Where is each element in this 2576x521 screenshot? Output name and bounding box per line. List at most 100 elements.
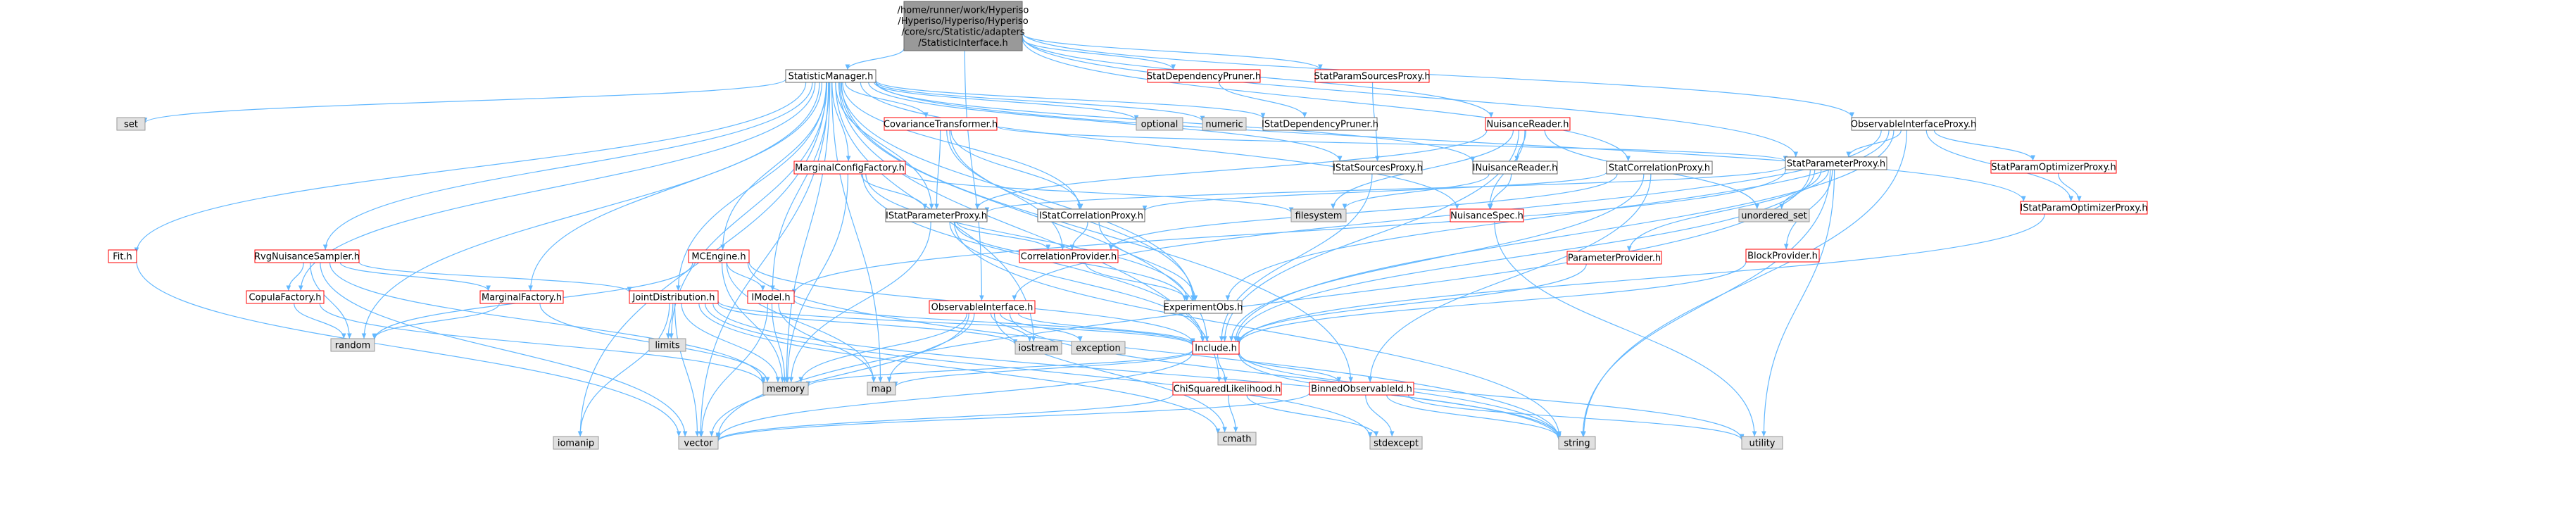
edge-root-to-StatisticManager xyxy=(845,48,905,70)
edge-ObservableInterfaceProxy-to-string xyxy=(1581,130,1908,437)
node-ISourcesProxy[interactable]: IStatSourcesProxy.h xyxy=(1333,161,1423,175)
node-label: random xyxy=(335,341,370,351)
node-MarginalFactory[interactable]: MarginalFactory.h xyxy=(479,290,564,304)
node-box xyxy=(1147,69,1261,83)
edge-NuisanceReader-to-filesystem xyxy=(1331,130,1514,210)
node-StatCorrelationProxy[interactable]: StatCorrelationProxy.h xyxy=(1606,161,1713,175)
edge-JointDistribution-to-stdexcept xyxy=(705,303,1373,438)
node-NuisanceSpec[interactable]: NuisanceSpec.h xyxy=(1450,208,1524,222)
node-IModel[interactable]: IModel.h xyxy=(747,290,795,304)
node-label: StatParamSourcesProxy.h xyxy=(1314,72,1430,82)
edge-StatisticManager-to-vector xyxy=(698,82,829,437)
node-label: numeric xyxy=(1205,120,1243,130)
edge-JointDistribution-to-Include xyxy=(717,301,1195,346)
edge-MCEngine-to-memory xyxy=(721,262,785,383)
node-label: IStatDependencyPruner.h xyxy=(1262,120,1378,130)
edge-IStatParameterProxy-to-CorrelationProvider xyxy=(956,221,1051,251)
node-StatParamOptimizerProxy[interactable]: StatParamOptimizerProxy.h xyxy=(1990,160,2117,174)
node-RvgNuisanceSampler[interactable]: RvgNuisanceSampler.h xyxy=(254,249,360,263)
node-CopulaFactory[interactable]: CopulaFactory.h xyxy=(246,290,325,304)
node-box xyxy=(867,382,896,396)
node-ChiSquaredLikelihood[interactable]: ChiSquaredLikelihood.h xyxy=(1172,382,1282,396)
edge-ChiSquaredLikelihood-to-vector xyxy=(715,394,1174,441)
edge-RvgNuisanceSampler-to-JointDistribution xyxy=(358,261,632,293)
node-label: IStatSourcesProxy.h xyxy=(1333,163,1423,174)
node-label: StatCorrelationProxy.h xyxy=(1609,163,1710,174)
node-ExperimentObs[interactable]: ExperimentObs.h xyxy=(1164,300,1243,314)
edge-Fit-to-vector xyxy=(136,260,681,437)
edge-StatisticManager-to-NuisanceSpec xyxy=(860,82,1459,210)
node-ParameterProvider[interactable]: ParameterProvider.h xyxy=(1566,251,1662,265)
edge-StatisticManager-to-IStatCorrelationProxy xyxy=(842,82,1082,210)
edge-StatCorrelationProxy-to-BinnedObservableId xyxy=(1367,173,1652,383)
node-box xyxy=(116,117,146,131)
node-box xyxy=(793,161,906,175)
edge-ChiSquaredLikelihood-to-cmath xyxy=(1228,394,1238,433)
node-box xyxy=(1164,300,1243,314)
node-IStatCorrelationProxy[interactable]: IStatCorrelationProxy.h xyxy=(1037,208,1145,222)
node-root[interactable]: /home/runner/work/Hyperiso/Hyperiso/Hype… xyxy=(898,1,1029,51)
edge-root-to-ObservableInterfaceProxy xyxy=(1022,32,1854,118)
node-box xyxy=(479,290,564,304)
node-CovarianceTransformer[interactable]: CovarianceTransformer.h xyxy=(884,117,998,131)
node-label: memory xyxy=(767,384,805,395)
node-label: cmath xyxy=(1222,434,1251,445)
node-label: stdexcept xyxy=(1374,439,1419,449)
edge-StatisticManager-to-set xyxy=(142,78,786,124)
edge-StatisticManager-to-JointDistribution xyxy=(676,82,827,291)
node-label: optional xyxy=(1141,120,1179,130)
edge-ObservableInterface-to-cmath xyxy=(993,313,1227,433)
edge-IModel-to-Include xyxy=(793,299,1195,346)
node-Fit[interactable]: Fit.h xyxy=(108,249,137,263)
node-label: CovarianceTransformer.h xyxy=(884,120,998,130)
edge-IModel-to-map xyxy=(778,303,877,383)
edge-CopulaFactory-to-memory xyxy=(319,303,766,385)
node-box xyxy=(1851,117,1976,131)
node-CorrelationProvider[interactable]: CorrelationProvider.h xyxy=(1019,249,1119,263)
node-label: BlockProvider.h xyxy=(1747,251,1818,262)
node-box xyxy=(1192,341,1240,355)
edge-IStatCorrelationProxy-to-CorrelationProvider xyxy=(1069,221,1088,251)
edge-MarginalFactory-to-random xyxy=(372,303,500,339)
node-JointDistribution[interactable]: JointDistribution.h xyxy=(629,290,719,304)
edge-Include-to-memory xyxy=(805,349,1193,387)
node-StatParameterProxy[interactable]: StatParameterProxy.h xyxy=(1785,156,1887,170)
node-box xyxy=(1019,249,1119,263)
node-MarginalConfigFactory[interactable]: MarginalConfigFactory.h xyxy=(793,161,906,175)
node-IStatDependencyPruner[interactable]: IStatDependencyPruner.h xyxy=(1262,117,1378,131)
node-Include[interactable]: Include.h xyxy=(1192,341,1240,355)
node-IStatParameterProxy[interactable]: IStatParameterProxy.h xyxy=(885,208,988,222)
edge-ObservableInterface-to-memory xyxy=(798,313,967,383)
edge-ChiSquaredLikelihood-to-stdexcept xyxy=(1246,394,1379,437)
node-NuisanceReader[interactable]: NuisanceReader.h xyxy=(1485,117,1571,131)
node-box xyxy=(785,69,877,83)
node-box xyxy=(688,249,750,263)
node-BlockProvider[interactable]: BlockProvider.h xyxy=(1745,249,1820,263)
edge-StatParameterProxy-to-IStatParameterProxy xyxy=(984,165,1786,213)
node-box xyxy=(1262,117,1378,131)
edge-StatisticManager-to-random xyxy=(361,82,820,339)
node-label: IStatParameterProxy.h xyxy=(886,211,987,222)
edge-BinnedObservableId-to-stdexcept xyxy=(1365,394,1395,437)
node-box xyxy=(678,436,719,450)
edge-root-to-StatDependencyPruner xyxy=(1022,38,1176,70)
node-ObservableInterfaceProxy[interactable]: ObservableInterfaceProxy.h xyxy=(1851,117,1976,131)
node-MCEngine[interactable]: MCEngine.h xyxy=(688,249,750,263)
node-label: unordered_set xyxy=(1741,211,1807,222)
edge-JointDistribution-to-cmath xyxy=(698,303,1221,434)
node-ObservableInterface[interactable]: ObservableInterface.h xyxy=(929,300,1036,314)
edge-StatisticManager-to-BinnedObservableId xyxy=(841,82,1354,383)
edge-Include-to-utility xyxy=(1238,351,1745,439)
node-StatDependencyPruner[interactable]: StatDependencyPruner.h xyxy=(1147,69,1261,83)
node-StatParamSourcesProxy[interactable]: StatParamSourcesProxy.h xyxy=(1314,69,1431,83)
edge-Include-to-map xyxy=(893,350,1193,387)
edge-JointDistribution-to-iomanip xyxy=(577,303,670,437)
edge-StatCorrelationProxy-to-Include xyxy=(1229,173,1645,342)
node-label: CorrelationProvider.h xyxy=(1021,252,1117,263)
node-IStatParamOptimizerProxy[interactable]: IStatParamOptimizerProxy.h xyxy=(2020,201,2148,215)
node-box xyxy=(108,249,137,263)
edge-ParameterProvider-to-Include xyxy=(1236,263,1587,343)
node-INuisanceReader[interactable]: INuisanceReader.h xyxy=(1472,161,1558,175)
node-BinnedObservableId[interactable]: BinnedObservableId.h xyxy=(1309,382,1414,396)
node-StatisticManager[interactable]: StatisticManager.h xyxy=(785,69,877,83)
